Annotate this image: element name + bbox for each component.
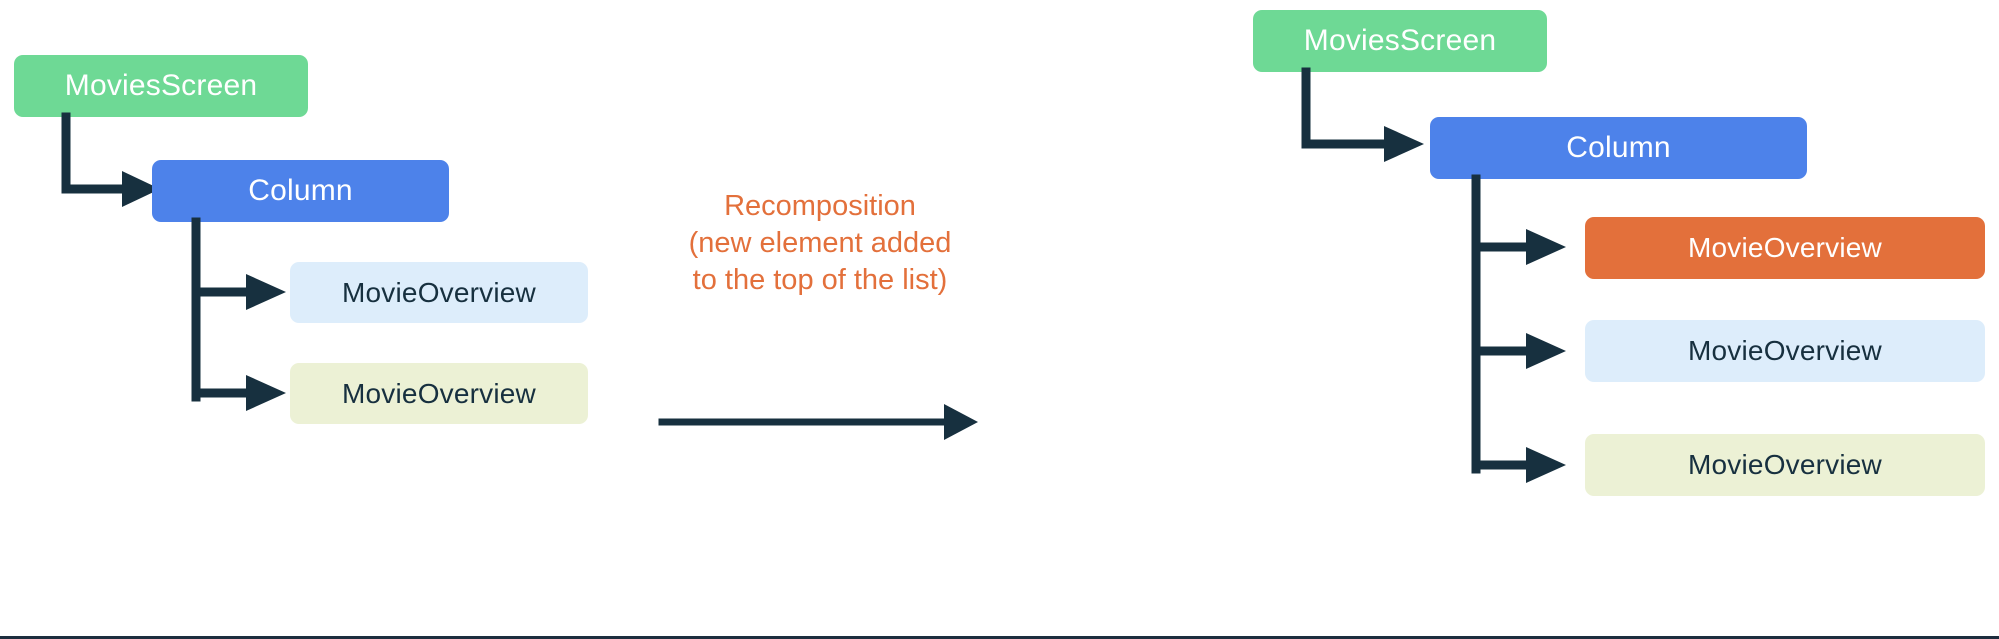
before-node-column-label: Column (248, 174, 353, 207)
recomposition-caption: Recomposition (new element added to the … (688, 190, 952, 297)
before-connector-column-to-children (191, 217, 286, 411)
before-node-movie-overview-1-label: MovieOverview (342, 276, 536, 308)
after-node-movie-overview-2[interactable]: MovieOverview (1585, 434, 1985, 496)
after-node-movie-overview-2-label: MovieOverview (1688, 449, 1882, 480)
before-node-movies-screen[interactable]: MoviesScreen (14, 55, 308, 117)
after-node-movie-overview-new[interactable]: MovieOverview (1585, 217, 1985, 279)
after-node-column-label: Column (1566, 131, 1671, 164)
after-node-column[interactable]: Column (1430, 117, 1807, 179)
after-node-movie-overview-1[interactable]: MovieOverview (1585, 320, 1985, 382)
before-node-movies-screen-label: MoviesScreen (64, 69, 258, 102)
before-connector-screen-to-column (61, 112, 160, 207)
before-node-movie-overview-1[interactable]: MovieOverview (290, 262, 588, 323)
before-node-movie-overview-2-label: MovieOverview (342, 377, 536, 409)
recomposition-arrow (658, 404, 978, 440)
before-node-column[interactable]: Column (152, 160, 449, 222)
after-connector-column-to-children (1471, 174, 1566, 483)
after-node-movies-screen-label: MoviesScreen (1303, 24, 1497, 57)
after-connector-screen-to-column (1301, 67, 1424, 162)
after-node-movie-overview-new-label: MovieOverview (1688, 232, 1882, 263)
after-node-movie-overview-1-label: MovieOverview (1688, 335, 1882, 366)
after-node-movies-screen[interactable]: MoviesScreen (1253, 10, 1547, 72)
before-node-movie-overview-2[interactable]: MovieOverview (290, 363, 588, 424)
